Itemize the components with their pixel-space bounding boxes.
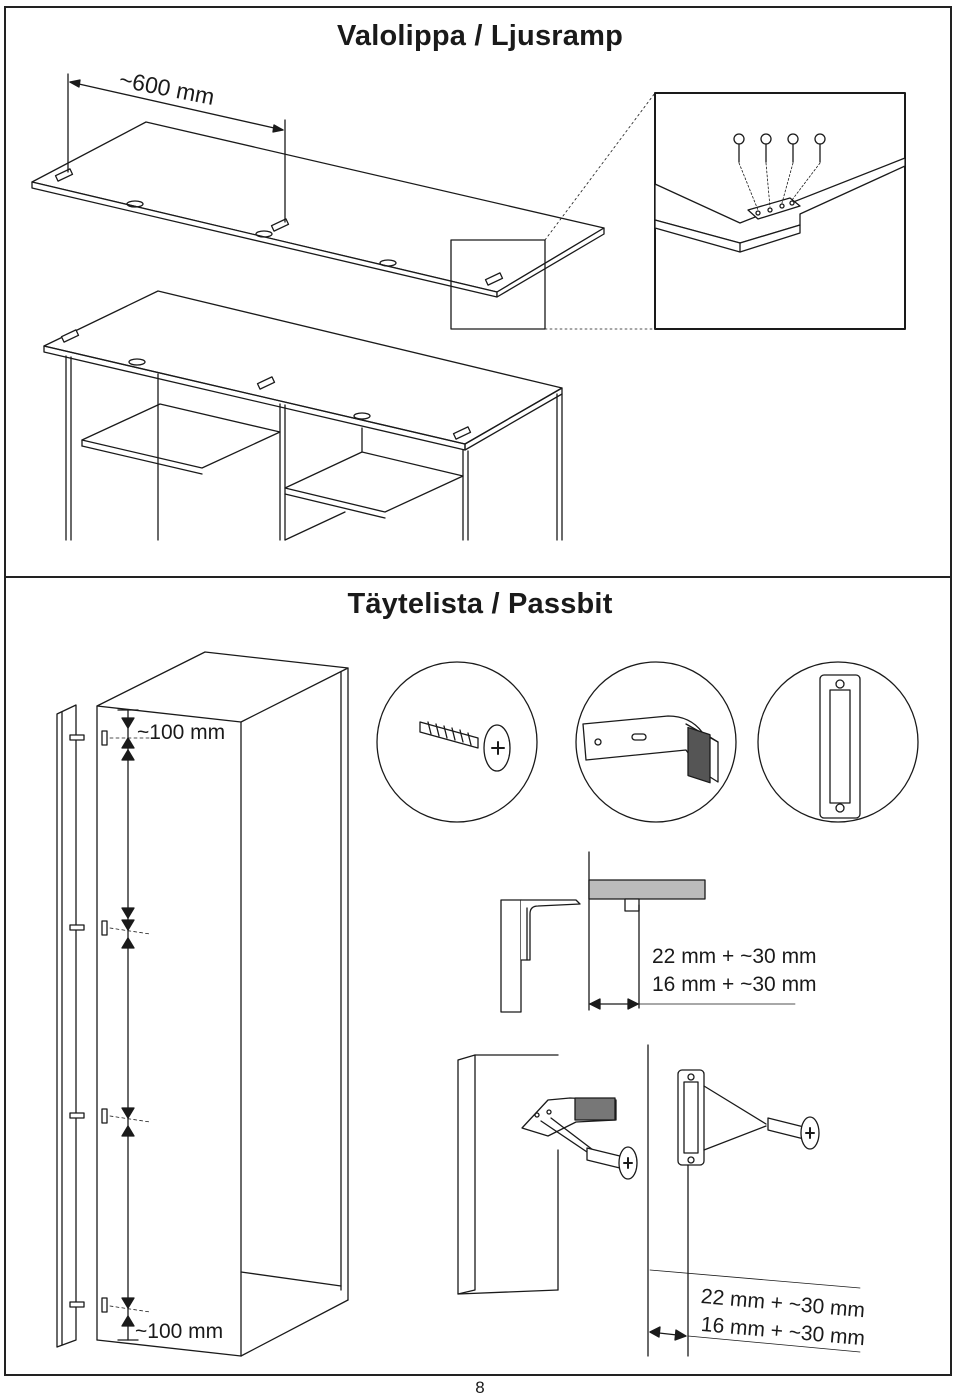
detail-circle-receiver	[757, 661, 919, 823]
detail-callout	[450, 92, 906, 330]
page-frame	[4, 6, 952, 1376]
screw-icon	[419, 721, 511, 772]
measure-label-top-16: 16 mm + ~30 mm	[652, 973, 817, 996]
dimension-600-line	[67, 73, 286, 223]
receiver-assembly	[647, 1044, 861, 1357]
detail-circle-screw	[376, 661, 538, 823]
vertical-dimension-chain	[109, 709, 151, 1341]
measure-label-top-22: 22 mm + ~30 mm	[652, 945, 817, 968]
filler-strip	[56, 704, 77, 1348]
light-strip-panel	[31, 121, 605, 298]
strip-with-bracket	[457, 1054, 638, 1295]
shelf-side-view	[588, 851, 796, 1011]
screw-icon	[767, 1116, 820, 1150]
screw-icon	[586, 1146, 638, 1180]
cabinet	[43, 290, 563, 541]
bracket-set	[69, 730, 108, 1313]
tall-cabinet	[96, 651, 349, 1357]
page-number: 8	[475, 1378, 485, 1397]
section-title-filler-strip: Täytelista / Passbit	[347, 588, 613, 620]
section-title-light-strip: Valolippa / Ljusramp	[336, 20, 623, 52]
dimension-label-top: ~100 mm	[137, 721, 226, 744]
dimension-label-bottom: ~100 mm	[135, 1320, 224, 1343]
section-divider	[4, 576, 952, 578]
bracket-side-view	[500, 899, 581, 1013]
screw-icon	[733, 133, 826, 163]
detail-circle-bracket	[575, 661, 737, 823]
